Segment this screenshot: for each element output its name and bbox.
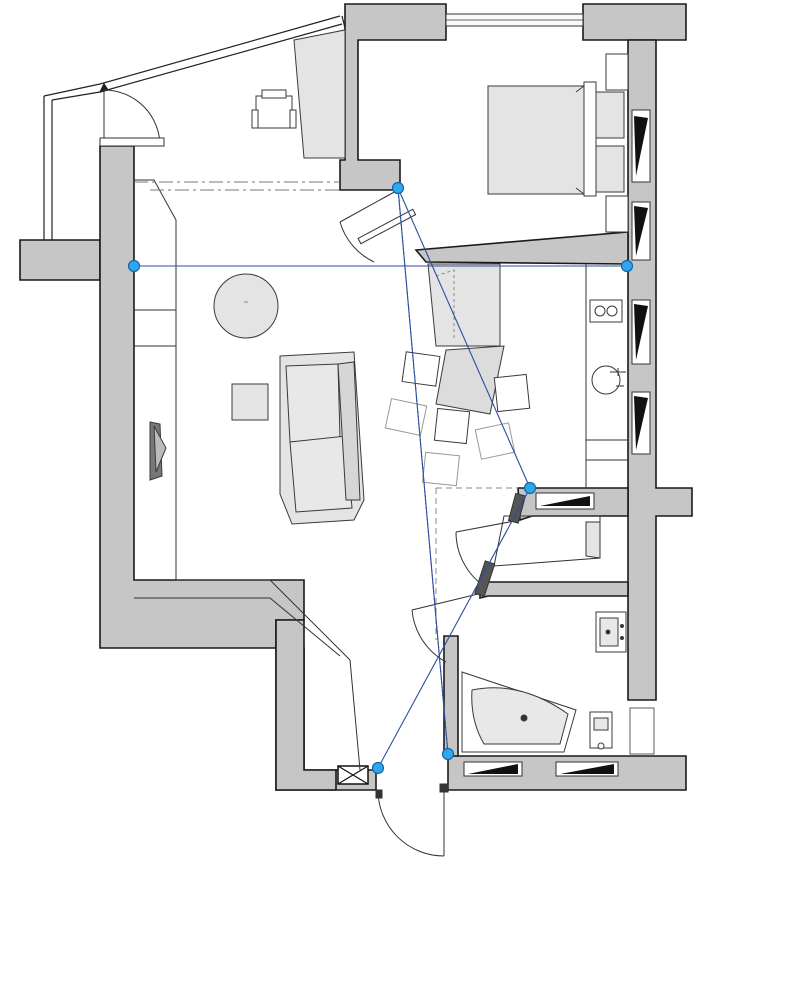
- toilet-icon: [589, 711, 613, 750]
- window-right-lower: [629, 707, 655, 755]
- door-swing-icon: [375, 783, 449, 857]
- kitchen-island: [427, 263, 501, 347]
- sink-icon: [591, 365, 626, 395]
- measurement-node-icon[interactable]: [441, 747, 455, 761]
- door-swing-icon: [339, 189, 417, 263]
- measure-diagonal-c: [377, 487, 531, 769]
- windows: [337, 13, 655, 785]
- bed-icon: [487, 53, 629, 233]
- sofa-icon: [279, 351, 365, 525]
- bedroom-wardrobe: [293, 29, 346, 159]
- wall-bedroom-top-right: [582, 3, 687, 41]
- stove-icon: [589, 299, 623, 323]
- wall-left-stub: [19, 239, 101, 281]
- measurement-node-icon[interactable]: [391, 181, 405, 195]
- door-swing-icon: [99, 89, 165, 147]
- measurement-lines: [134, 187, 627, 769]
- measurement-node-icon[interactable]: [620, 259, 634, 273]
- measurement-node-icon[interactable]: [371, 761, 385, 775]
- doors: [99, 89, 527, 857]
- interior-lines: [134, 29, 628, 771]
- desk-chair-icon: [251, 89, 297, 129]
- measurement-node-icon[interactable]: [523, 481, 537, 495]
- wall-hall-bath: [479, 581, 629, 600]
- measure-diagonal-d: [397, 187, 449, 755]
- ottoman: [231, 383, 269, 421]
- dining-table-icon: [384, 345, 531, 487]
- round-coffee-table: [213, 273, 279, 339]
- wall-bathroom-left: [443, 635, 459, 757]
- bathtub-icon: [461, 671, 577, 753]
- furniture: [149, 29, 629, 753]
- measurement-node-icon[interactable]: [127, 259, 141, 273]
- washbasin-icon: [595, 611, 627, 653]
- wall-entrance-bottom: [275, 619, 337, 791]
- measure-diagonal-b: [397, 187, 531, 489]
- measurement-nodes: [127, 181, 634, 775]
- wall-bedroom-partition: [414, 231, 629, 265]
- wall-bedroom-top-left: [339, 3, 447, 191]
- tv-cabinet: [149, 421, 167, 481]
